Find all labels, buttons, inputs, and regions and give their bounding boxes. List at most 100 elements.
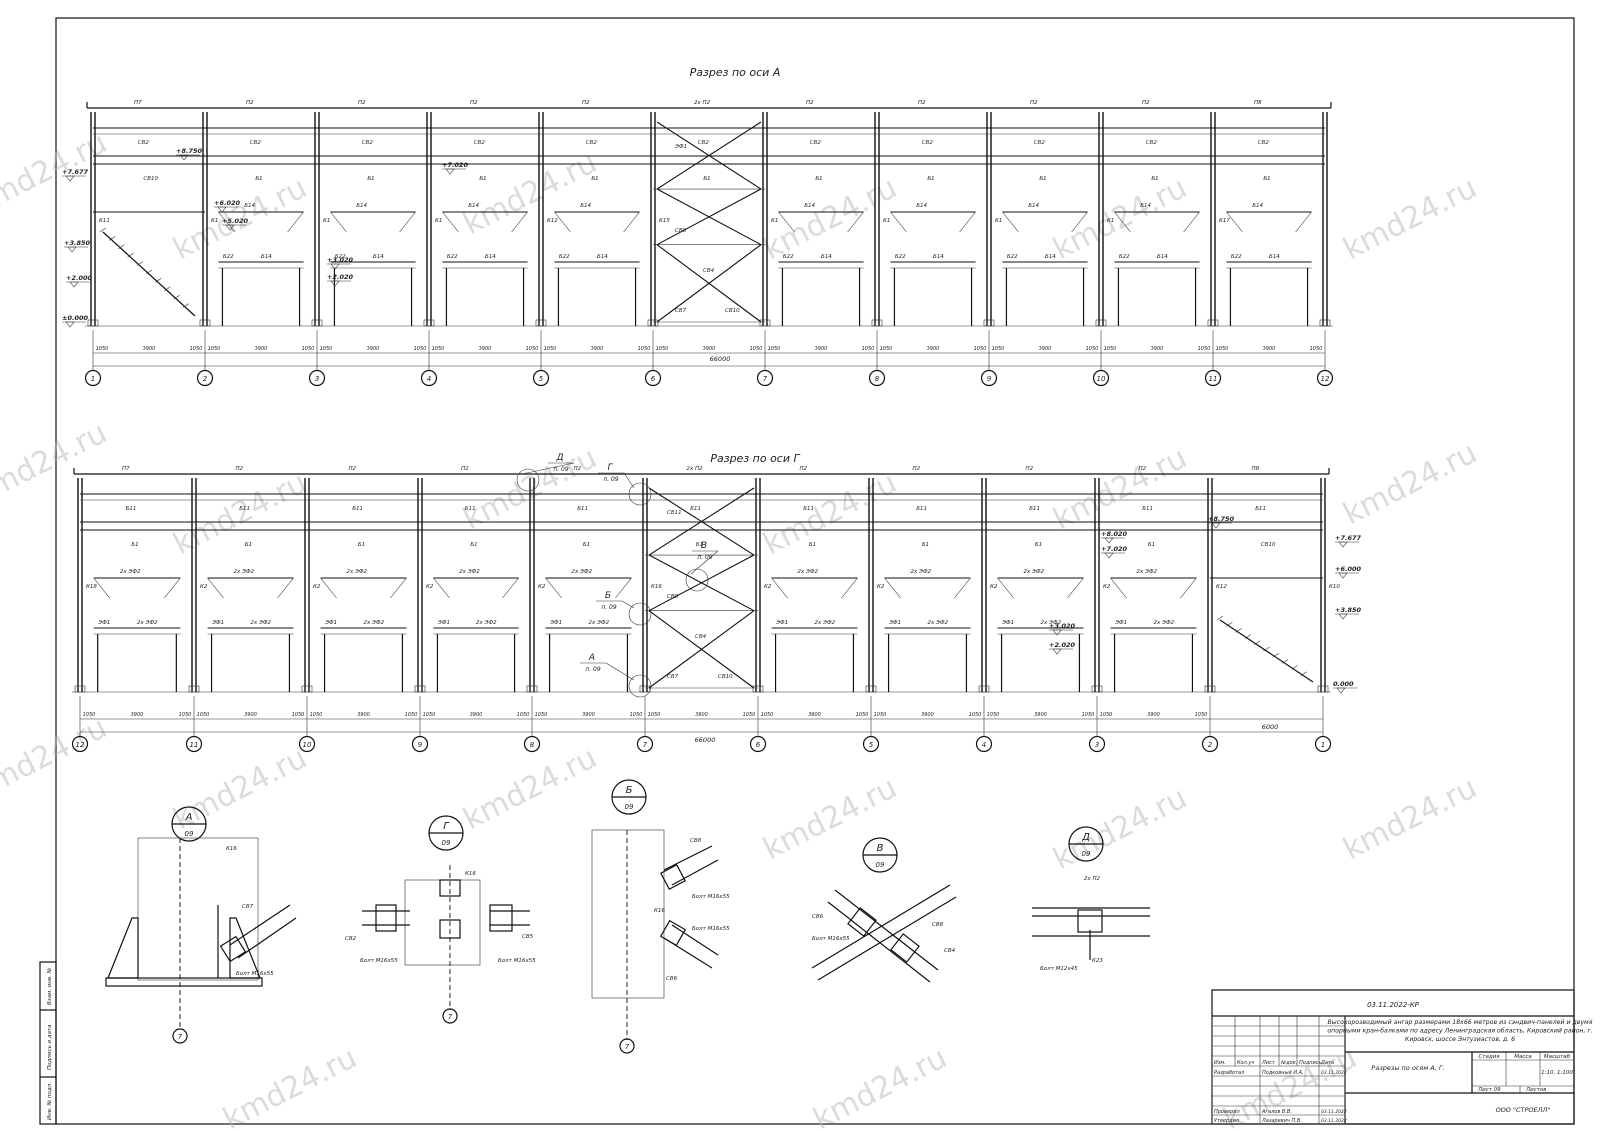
column-base	[871, 319, 883, 327]
axis-bubble	[71, 735, 89, 753]
bay-dim: 1050	[874, 712, 887, 718]
level-text: 0.000	[1333, 680, 1354, 688]
beam-label: 2х ЭФ2	[1041, 620, 1062, 626]
beam-label: Б11	[1029, 506, 1040, 512]
purlin-label: П2	[236, 466, 244, 472]
stair-tread	[1272, 652, 1279, 658]
bay-dim: 3900	[470, 712, 483, 718]
level-text: +3.850	[64, 239, 90, 247]
column-label: К1	[1107, 218, 1114, 224]
beam-label: 2х ЭФ2	[347, 569, 368, 575]
bay-dim: 1050	[83, 712, 96, 718]
level-text: +6.000	[1335, 565, 1361, 573]
knee-brace	[442, 211, 459, 233]
brace-label: СВ10	[718, 674, 733, 680]
beam-label: Б14	[933, 254, 944, 260]
beam-label: Б22	[335, 254, 346, 260]
column-base	[983, 319, 995, 327]
svg-text:Д: Д	[1081, 832, 1090, 843]
level-marker	[1338, 541, 1348, 548]
column-label: К18	[86, 584, 97, 590]
axis-bubble	[1204, 369, 1222, 387]
bay-dim: 3900	[367, 346, 380, 352]
knee-brace	[218, 211, 235, 233]
purlin-label: П2	[246, 100, 254, 106]
knee-brace	[1110, 577, 1127, 599]
svg-text:В: В	[877, 843, 884, 854]
bay-dim: 1050	[648, 712, 661, 718]
beam-label: Б22	[895, 254, 906, 260]
brace-label: СВ7	[675, 308, 687, 314]
beam-label: Б1	[583, 542, 590, 548]
beam-label: Б14	[244, 203, 255, 209]
column-label: К2	[990, 584, 998, 590]
brace	[648, 610, 755, 689]
bay-dim: 1050	[1100, 712, 1113, 718]
bay-dim: 3900	[1263, 346, 1276, 352]
section-a-levels: +7.677+3.850+2.000±0.000+8.750+6.020+5.0…	[62, 147, 468, 328]
section-g-total-dim: 66000	[695, 736, 716, 744]
tb-role: Разработал	[1214, 1070, 1245, 1076]
detail-a: А 09 7 К16 СВ7 Болт М16х55	[105, 806, 297, 1044]
knee-brace	[554, 211, 571, 233]
callout-sheet: п. 09	[601, 604, 617, 611]
purlin-label: 2х П2	[687, 466, 704, 472]
beam-label: 2х ЭФ2	[928, 620, 949, 626]
callout-leader	[690, 550, 719, 575]
stair-tread	[118, 244, 125, 250]
brace	[656, 121, 762, 190]
column-base	[423, 319, 435, 327]
svg-text:СВ8: СВ8	[690, 838, 702, 844]
stair-tread	[99, 227, 107, 233]
beam-label: СВ2	[698, 140, 710, 146]
tb-date: 03.11.2022	[1321, 1109, 1347, 1115]
knee-brace	[615, 577, 632, 599]
knee-brace	[623, 211, 640, 233]
watermark-text: kmd24.ru	[808, 1040, 953, 1131]
bay-dim: 1050	[987, 712, 1000, 718]
purlin-label: П2	[582, 100, 590, 106]
beam-label: ЭФ1	[97, 620, 110, 626]
beam-label: 2х ЭФ2	[1024, 569, 1045, 575]
callout-letter: Б	[605, 591, 611, 601]
level-marker	[445, 168, 455, 175]
beam-label: 2х ЭФ2	[120, 569, 141, 575]
axis-bubble	[1316, 369, 1334, 387]
bay-dim: 1050	[190, 346, 203, 352]
watermark-text: kmd24.ru	[1048, 440, 1193, 537]
level-marker	[217, 206, 227, 213]
column-base	[1319, 319, 1331, 327]
stair-tread	[182, 303, 189, 308]
level-text: +2.020	[327, 273, 353, 281]
tb-date: 03.11.2022	[1321, 1070, 1347, 1076]
beam-label: 2х ЭФ2	[815, 620, 836, 626]
level-marker	[1338, 572, 1348, 579]
section-g-levels: +7.677+6.000+3.8500.000+8.750+8.020+7.02…	[1049, 515, 1361, 694]
beam-label: Б11	[126, 506, 137, 512]
bay-dim: 3900	[1039, 346, 1052, 352]
column-base	[414, 685, 426, 693]
stair-tread	[145, 269, 153, 275]
column-label: К10	[1329, 584, 1340, 590]
beam-label: 2х ЭФ2	[364, 620, 385, 626]
beam-label: ЭФ1	[324, 620, 337, 626]
callout-circle	[628, 602, 652, 626]
column-base	[1317, 685, 1329, 693]
purlin-label: П2	[918, 100, 926, 106]
purlin-label: П8	[1254, 100, 1262, 106]
column-base	[639, 685, 651, 693]
bay-dim: 3900	[582, 712, 595, 718]
bay-dim: 1050	[750, 346, 763, 352]
callout-leader	[605, 662, 635, 681]
beam-label: Б11	[465, 506, 476, 512]
knee-brace	[1226, 211, 1243, 233]
brace-label: СВ7	[667, 674, 679, 680]
bay-dim: 1050	[1310, 346, 1323, 352]
knee-brace	[399, 211, 416, 233]
stair-tread	[109, 236, 116, 241]
section-a-structure	[85, 102, 1333, 327]
beam-label: Б14	[597, 254, 608, 260]
level-text: +7.677	[62, 168, 88, 176]
level-text: +3.020	[327, 256, 353, 264]
axis-label: 5	[869, 741, 874, 749]
